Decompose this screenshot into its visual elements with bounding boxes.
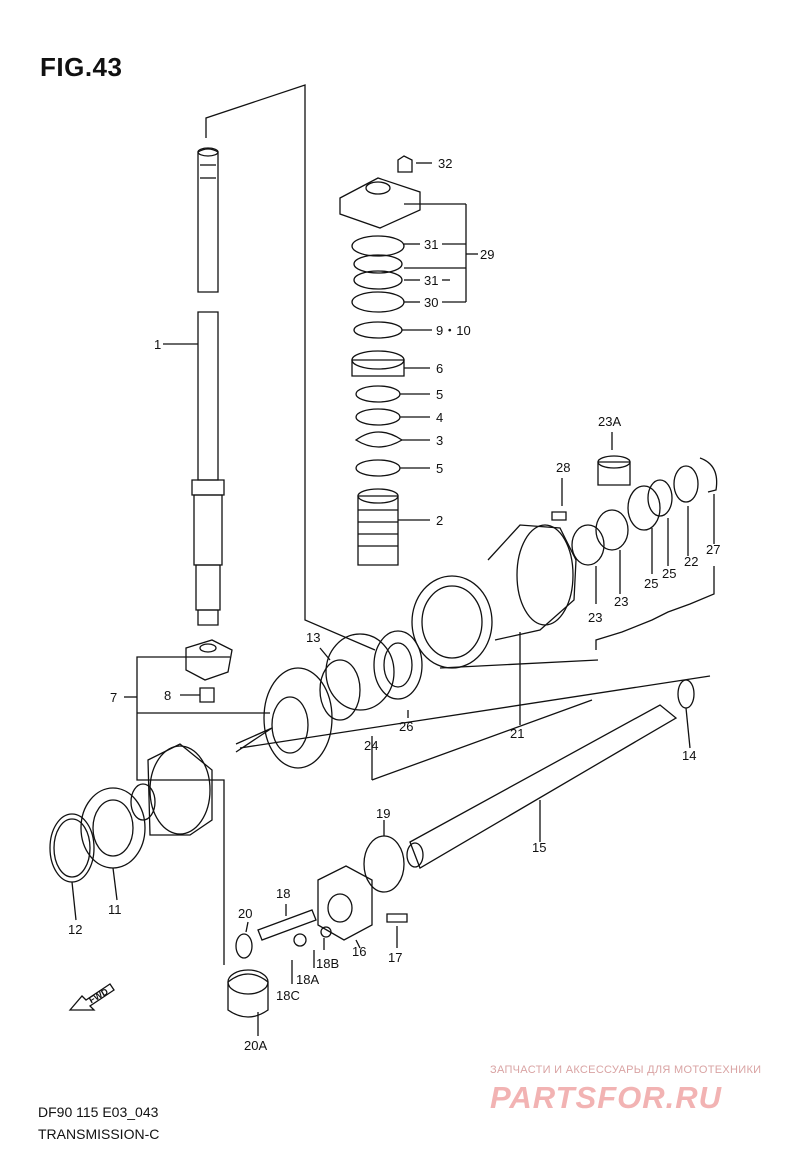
callout-25a: 25	[662, 566, 676, 581]
callout-2: 2	[436, 513, 443, 528]
model-code: DF90 115 E03_043	[38, 1104, 159, 1120]
callout-21: 21	[510, 726, 524, 741]
callout-31b: 31	[424, 273, 438, 288]
bearing-set-right	[551, 432, 718, 650]
callout-5a: 5	[436, 387, 443, 402]
propeller-shaft	[239, 675, 711, 869]
callout-18a: 18A	[296, 972, 319, 987]
callout-23b: 23	[614, 594, 628, 609]
callout-1: 1	[154, 337, 161, 352]
callout-23c: 23	[588, 610, 602, 625]
callout-23a: 23A	[598, 414, 621, 429]
callout-17: 17	[388, 950, 402, 965]
propeller-shaft-housing	[411, 524, 599, 725]
callout-5b: 5	[436, 461, 443, 476]
callout-24: 24	[364, 738, 378, 753]
pinion-gear-group	[124, 639, 270, 965]
direction-arrow-icon	[68, 983, 115, 1011]
callout-18c: 18C	[276, 988, 300, 1003]
callout-9-10: 9・10	[436, 323, 471, 338]
callout-6: 6	[436, 361, 443, 376]
callout-12: 12	[68, 922, 82, 937]
callout-18: 18	[276, 886, 290, 901]
callout-32: 32	[438, 156, 452, 171]
watermark-tagline: ЗАПЧАСТИ И АКСЕССУАРЫ ДЛЯ МОТОТЕХНИКИ	[490, 1064, 762, 1076]
callout-8: 8	[164, 688, 171, 703]
callout-25b: 25	[644, 576, 658, 591]
reverse-gear-group	[235, 630, 593, 781]
drive-shaft	[163, 84, 376, 651]
callout-15: 15	[532, 840, 546, 855]
forward-gear-group	[49, 743, 213, 921]
section-name: TRANSMISSION-C	[38, 1126, 160, 1142]
callout-27: 27	[706, 542, 720, 557]
callout-20: 20	[238, 906, 252, 921]
figure-title: FIG.43	[40, 52, 123, 82]
callout-18b: 18B	[316, 956, 339, 971]
callout-19: 19	[376, 806, 390, 821]
callout-29: 29	[480, 247, 494, 262]
callout-13: 13	[306, 630, 320, 645]
callout-30: 30	[424, 295, 438, 310]
callout-14: 14	[682, 748, 696, 763]
callout-16: 16	[352, 944, 366, 959]
callout-22: 22	[684, 554, 698, 569]
callout-28: 28	[556, 460, 570, 475]
callout-11: 11	[108, 902, 122, 917]
clutch-group	[227, 820, 408, 1036]
watermark-brand: PARTSFOR.RU	[490, 1080, 723, 1115]
bearing-stack	[339, 155, 478, 566]
callout-26: 26	[399, 719, 413, 734]
callout-31a: 31	[424, 237, 438, 252]
callout-3: 3	[436, 433, 443, 448]
callout-7: 7	[110, 690, 117, 705]
callout-4: 4	[436, 410, 443, 425]
callout-20a: 20A	[244, 1038, 267, 1053]
